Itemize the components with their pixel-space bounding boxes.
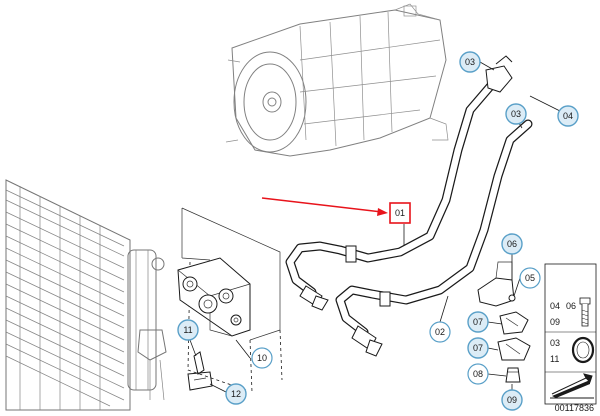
callout-label: 01 bbox=[395, 208, 405, 218]
hose-line-02 bbox=[335, 119, 533, 337]
callout-03-top[interactable]: 03 bbox=[459, 51, 481, 73]
callout-label: 11 bbox=[183, 325, 192, 335]
legend-label-09: 09 bbox=[550, 317, 560, 327]
small-parts-illustration bbox=[477, 261, 531, 383]
callout-label: 07 bbox=[473, 343, 483, 353]
callout-07-lower[interactable]: 07 bbox=[467, 337, 489, 359]
callout-label: 02 bbox=[435, 327, 445, 337]
callout-label: 05 bbox=[525, 273, 535, 283]
callout-label: 09 bbox=[507, 395, 517, 405]
callout-09[interactable]: 09 bbox=[501, 389, 523, 411]
seal-ring-icon bbox=[571, 336, 595, 364]
hose-fittings bbox=[299, 55, 513, 357]
callout-label: 12 bbox=[231, 389, 241, 399]
bolt-icon bbox=[579, 297, 591, 327]
callout-label: 10 bbox=[257, 353, 267, 363]
oil-cooler-illustration bbox=[177, 207, 283, 393]
legend-label-03: 03 bbox=[550, 338, 560, 348]
callout-label: 08 bbox=[473, 369, 483, 379]
callout-02[interactable]: 02 bbox=[429, 321, 451, 343]
callout-label: 03 bbox=[511, 109, 521, 119]
callout-07-upper[interactable]: 07 bbox=[467, 311, 489, 333]
callout-05[interactable]: 05 bbox=[519, 267, 541, 289]
transmission-illustration bbox=[225, 3, 449, 157]
legend-label-11: 11 bbox=[550, 354, 559, 364]
callout-label: 03 bbox=[465, 57, 475, 67]
callout-label: 04 bbox=[563, 111, 573, 121]
callout-01-highlighted[interactable]: 01 bbox=[389, 202, 411, 224]
legend-label-06: 06 bbox=[566, 301, 576, 311]
parts-legend-box: 04 06 09 03 11 bbox=[544, 263, 597, 405]
radiator-illustration bbox=[5, 179, 167, 411]
callout-06[interactable]: 06 bbox=[501, 233, 523, 255]
hose-line-01 bbox=[285, 77, 499, 297]
callout-08[interactable]: 08 bbox=[467, 363, 489, 385]
direction-arrow-icon bbox=[550, 373, 594, 399]
highlight-arrow bbox=[261, 197, 388, 216]
legend-label-04: 04 bbox=[550, 301, 560, 311]
callout-04-right[interactable]: 04 bbox=[557, 105, 579, 127]
clamp-illustration bbox=[187, 339, 213, 391]
callout-10[interactable]: 10 bbox=[251, 347, 273, 369]
callout-12[interactable]: 12 bbox=[225, 383, 247, 405]
callout-03-mid[interactable]: 03 bbox=[505, 103, 527, 125]
drawing-number: 00117836 bbox=[554, 403, 594, 413]
callout-label: 06 bbox=[507, 239, 517, 249]
callout-11[interactable]: 11 bbox=[177, 319, 199, 341]
callout-label: 07 bbox=[473, 317, 483, 327]
